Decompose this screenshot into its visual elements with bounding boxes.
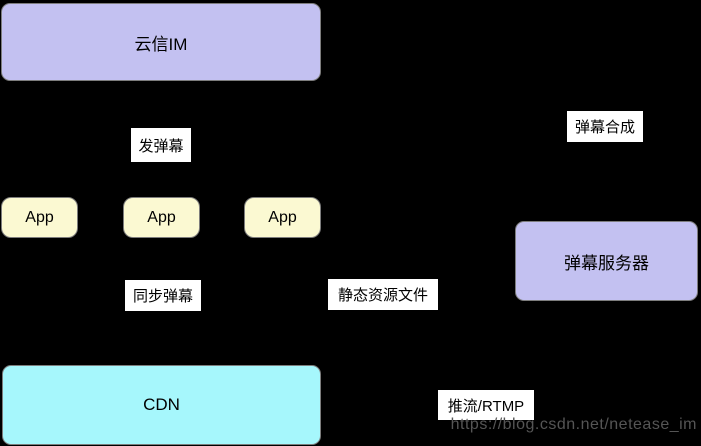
label-danmaku-compose-text: 弹幕合成 <box>574 119 635 136</box>
node-danmaku-server: 弹幕服务器 <box>515 221 698 301</box>
label-send-danmaku-text: 发弹幕 <box>138 137 184 155</box>
label-static-resource-file-text: 静态资源文件 <box>337 287 428 304</box>
node-cdn: CDN <box>2 365 321 445</box>
node-app-2: App <box>123 197 200 238</box>
node-app-1: App <box>1 197 78 238</box>
watermark-url: https://blog.csdn.net/netease_im <box>450 416 697 433</box>
node-danmaku-server-label: 弹幕服务器 <box>564 253 649 273</box>
label-push-stream-rtmp: 推流/RTMP <box>438 390 534 420</box>
node-app-3-label: App <box>268 208 297 226</box>
label-sync-danmaku-text: 同步弹幕 <box>132 288 193 305</box>
node-yunxin-im: 云信IM <box>1 3 321 81</box>
node-app-1-label: App <box>25 208 54 226</box>
label-push-stream-rtmp-text: 推流/RTMP <box>447 397 525 415</box>
node-app-2-label: App <box>147 208 176 226</box>
node-cdn-label: CDN <box>143 395 180 414</box>
node-yunxin-im-label: 云信IM <box>134 34 188 54</box>
label-sync-danmaku: 同步弹幕 <box>125 280 201 311</box>
label-static-resource-file: 静态资源文件 <box>328 279 438 310</box>
label-send-danmaku: 发弹幕 <box>131 128 191 162</box>
label-danmaku-compose: 弹幕合成 <box>567 111 643 142</box>
node-app-3: App <box>244 197 321 238</box>
